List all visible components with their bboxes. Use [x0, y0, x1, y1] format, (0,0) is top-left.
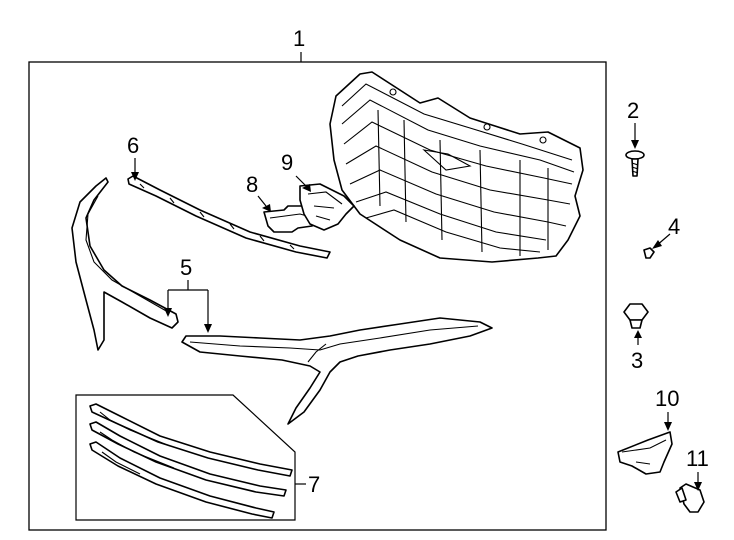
callout-9: 9 [281, 150, 293, 175]
callout-7: 7 [308, 472, 320, 497]
push-pin-part-11 [675, 483, 705, 513]
callout-5: 5 [180, 255, 192, 280]
trim-strips-part-7 [89, 403, 293, 519]
callout-6: 6 [127, 133, 139, 158]
bracket-part-9 [299, 183, 355, 231]
assembly-frame [28, 61, 607, 531]
lower-molding-left [71, 177, 179, 351]
upper-molding-part-6 [127, 175, 331, 259]
screw-part-2 [625, 150, 645, 177]
callout-4: 4 [668, 214, 680, 239]
clip-part-4 [643, 247, 655, 259]
callout-3: 3 [631, 348, 643, 373]
callout-1: 1 [293, 26, 305, 51]
grille-part-1 [329, 71, 584, 263]
callout-11: 11 [686, 446, 709, 471]
inset-box [75, 394, 296, 521]
lower-molding-center [181, 317, 493, 425]
callout-2: 2 [627, 98, 639, 123]
callout-10: 10 [655, 386, 679, 411]
nut-part-3 [623, 303, 649, 329]
bracket-part-10 [617, 431, 673, 475]
callout-8: 8 [246, 172, 258, 197]
